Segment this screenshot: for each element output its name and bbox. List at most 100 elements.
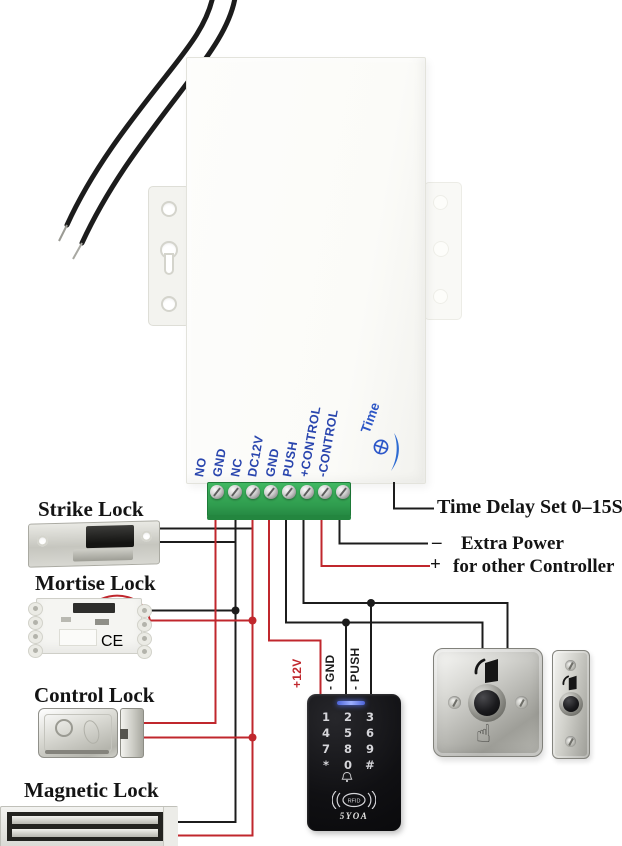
maglock-strip [12,816,158,824]
wire-label-12v: +12V [290,658,304,688]
keypad-led-bar [337,701,365,705]
mortise-spec-label [59,629,97,646]
push-button [563,696,579,712]
button-screw-top [565,660,576,671]
terminal-block [207,482,351,520]
strike-lock-device [28,520,160,568]
pointing-hand-icon: ☝ [476,719,492,748]
mortise-tab [28,630,43,644]
junction-nc-mortise [248,616,257,625]
strike-latch-body [86,524,134,549]
power-supply-box [186,57,426,484]
control-lock-bottom-strip [45,750,109,754]
open-door-icon-small [562,675,577,691]
terminal-screw [210,485,224,499]
keypad-key: 6 [365,726,374,740]
wire-dc12v-to-keypad [268,504,322,695]
wire-plus-control [320,504,430,567]
cable-2 [79,0,238,246]
mortise-print-mark2 [95,619,109,625]
control-lock-keyhole [55,719,73,737]
rfid-text: RFID [348,799,361,805]
junction-push-keypad [367,599,375,607]
extra-power-line1: Extra Power [461,533,564,554]
cable-1 [64,0,215,228]
strike-lock-label: Strike Lock [38,497,144,521]
keypad-key: 7 [321,742,330,756]
wire-minus-control [338,504,428,545]
mortise-tab [137,645,152,659]
terminal-screw [318,485,332,499]
control-lock-strike-piece [120,708,144,758]
mortise-tab [28,602,43,616]
wire-nc-to-maglock [174,504,254,837]
magnetic-lock-label: Magnetic Lock [24,778,159,802]
bracket-hole-top [433,195,448,210]
mortise-tab [137,618,152,632]
wire-gnd-to-maglock [173,504,237,823]
junction-gnd-keypad [342,618,350,627]
maglock-core [7,812,163,841]
bracket-hole-top [161,201,177,217]
bracket-hole-middle [433,241,449,257]
bracket-hole-bottom [161,296,177,312]
bracket-hole-bottom [433,289,448,304]
keypad-key: 0 [343,758,352,772]
cable-tip-1 [58,224,68,242]
bracket-keyhole-slot [164,253,174,275]
magnetic-lock-device [0,806,178,846]
wire-push-to-button [302,504,509,649]
terminal-screw [300,485,314,499]
time-delay-annotation: Time Delay Set 0–15S [437,496,622,518]
push-button [474,690,500,716]
extra-power-minus-sign: – [432,532,442,553]
wire-gnd-to-button [285,504,484,649]
mortise-ce-mark: CE [101,633,124,650]
control-lock-face-line [44,714,112,752]
time-adjust-screw-icon [373,439,389,455]
mortise-lock-device: CE [28,598,152,659]
wire-no-to-control-lock [141,504,217,724]
keypad-key: 5 [343,726,352,740]
mortise-print-mark [61,617,71,622]
mortise-tab [137,604,152,618]
mortise-top-label [73,603,115,613]
extra-power-line2: for other Controller [453,556,615,577]
button-screw-bottom [565,736,576,747]
keypad-key: 2 [343,710,352,724]
mortise-tab [137,632,152,646]
control-lock-device [38,708,118,758]
junction-nc-control [248,733,257,742]
keypad-key: 3 [365,710,374,724]
control-lock-label: Control Lock [34,683,155,707]
keypad-key: 8 [343,742,352,756]
junction-gnd-mortise [231,606,240,615]
extra-power-plus-sign: + [430,554,441,575]
keypad-key: * [322,758,329,772]
button-screw-left [448,696,461,709]
mounting-bracket-right [424,182,462,320]
mounting-bracket-left [148,186,190,326]
strike-keeper [73,547,133,562]
button-screw-right [515,696,528,709]
strike-screw-hole-right [141,530,152,542]
terminal-screw [228,485,242,499]
time-crescent-icon [391,433,399,471]
terminal-screw [246,485,260,499]
exit-button-square: ☝ [433,648,543,757]
terminal-screw [336,485,350,499]
wire-label-gnd: - GND [323,654,337,691]
exit-button-narrow [552,650,590,759]
keypad-key: 9 [365,742,374,756]
open-door-icon [474,658,498,683]
keypad-key: 1 [321,710,330,724]
mortise-tab [28,644,43,658]
terminal-screw [264,485,278,499]
keypad-key: # [365,758,375,772]
keypad-keys: 1 2 3 4 5 6 7 8 9 * 0 # [315,709,381,773]
doorbell-icon [341,771,353,783]
maglock-end-cap [163,807,178,846]
keypad-key: 4 [321,726,330,740]
